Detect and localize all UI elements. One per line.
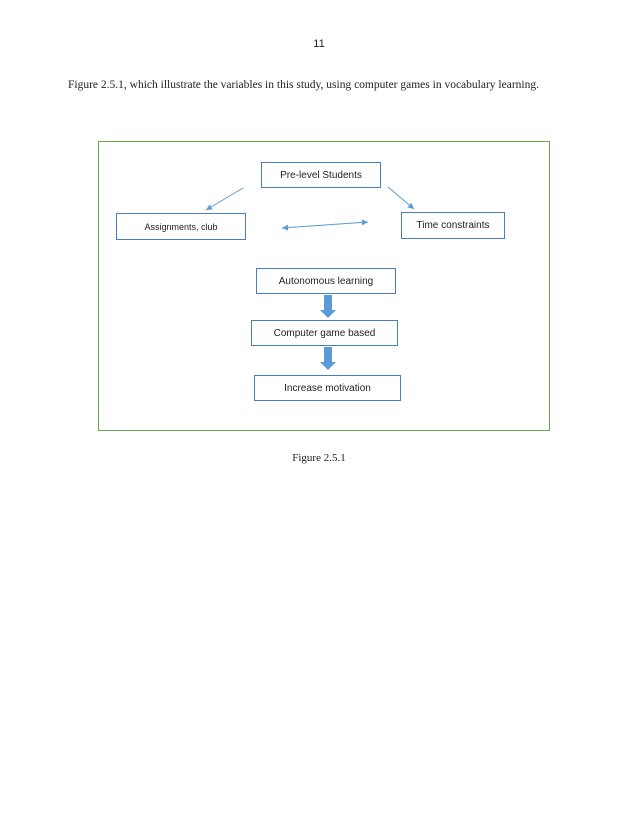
down-arrow-2 — [320, 347, 336, 370]
double-arrow-assignments-time — [281, 219, 369, 231]
diagram-frame — [98, 141, 550, 431]
node-assignments-club: Assignments, club — [116, 213, 246, 240]
down-arrow-1 — [320, 295, 336, 318]
arrow-to-time-constraints — [387, 186, 415, 210]
node-pre-level-students: Pre-level Students — [261, 162, 381, 188]
arrow-to-assignments — [205, 187, 244, 211]
node-autonomous-learning: Autonomous learning — [256, 268, 396, 294]
intro-paragraph: Figure 2.5.1, which illustrate the varia… — [68, 79, 539, 91]
node-increase-motivation: Increase motivation — [254, 375, 401, 401]
node-time-constraints: Time constraints — [401, 212, 505, 239]
figure-caption: Figure 2.5.1 — [292, 452, 346, 464]
node-computer-game-based: Computer game based — [251, 320, 398, 346]
page-number: 11 — [313, 38, 325, 50]
